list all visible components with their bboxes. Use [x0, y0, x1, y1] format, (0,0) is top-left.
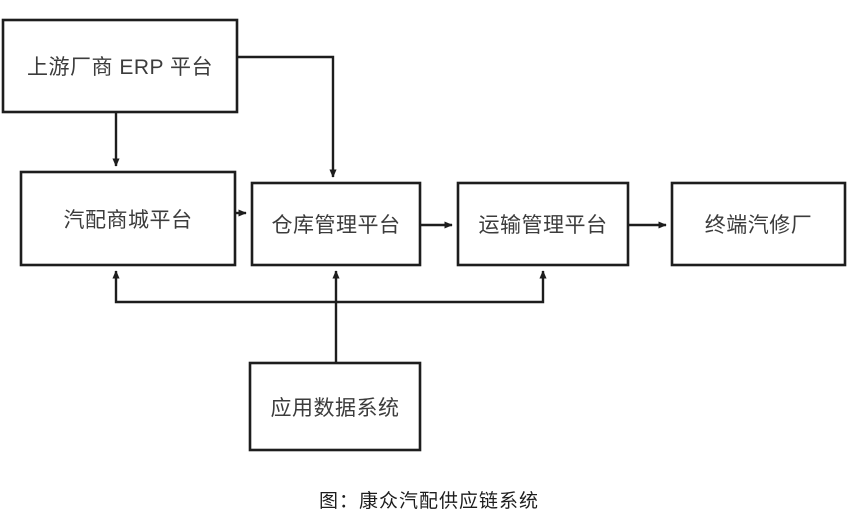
figure-caption: 图：康众汽配供应链系统: [318, 491, 539, 512]
edge-erp-to-warehouse: [237, 55, 337, 178]
node-box-erp[interactable]: [1, 18, 239, 114]
edge-appdata-to-transport: [336, 270, 547, 304]
node-box-transport[interactable]: [456, 181, 630, 267]
node-box-appdata[interactable]: [248, 361, 422, 452]
node-box-mall[interactable]: [19, 170, 237, 267]
edge-appdata-to-mall: [112, 270, 336, 304]
node-box-repair[interactable]: [670, 181, 847, 267]
node-box-warehouse[interactable]: [250, 181, 422, 267]
